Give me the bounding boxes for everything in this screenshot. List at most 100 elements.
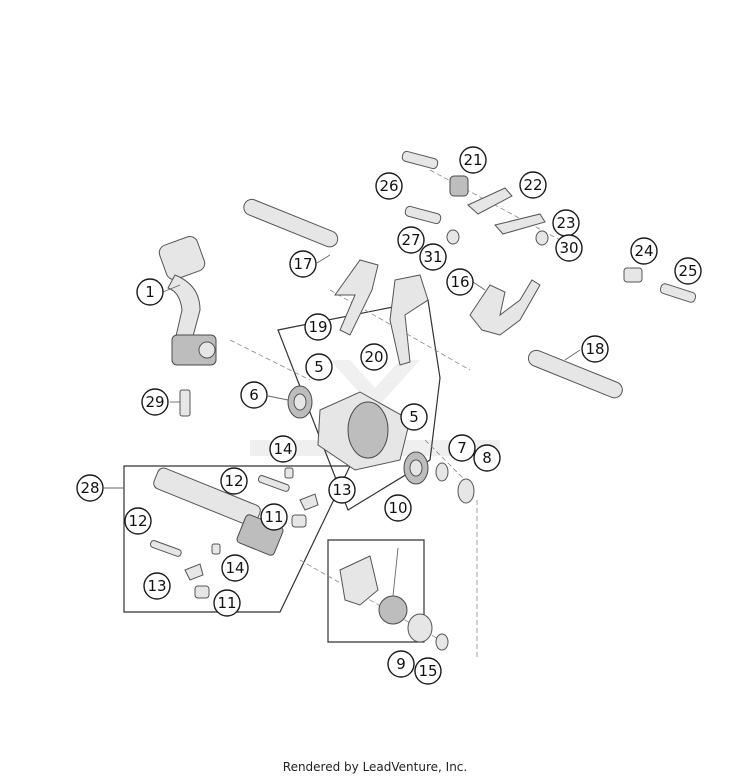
washer-30-part	[535, 230, 549, 246]
svg-text:9: 9	[396, 655, 406, 673]
return-spring-part	[339, 547, 408, 625]
callout-13: 13	[143, 572, 171, 600]
svg-text:18: 18	[585, 340, 604, 358]
svg-text:10: 10	[388, 499, 407, 517]
callout-20: 20	[360, 343, 388, 371]
washer-31-part	[446, 229, 460, 245]
callout-24: 24	[630, 237, 658, 265]
shift-lever-part	[158, 235, 217, 366]
spring-14-lower-part	[211, 543, 221, 555]
svg-text:16: 16	[450, 273, 469, 291]
leader-line	[472, 281, 486, 291]
alignment-line	[299, 559, 441, 641]
svg-text:13: 13	[147, 577, 166, 595]
shift-rod-18-part	[527, 349, 623, 399]
pawl-23-part	[494, 213, 546, 235]
shift-shaft-group-frame	[123, 465, 351, 613]
callout-28: 28	[76, 474, 104, 502]
svg-text:13: 13	[332, 481, 351, 499]
alignment-line	[229, 339, 311, 381]
svg-text:17: 17	[293, 255, 312, 273]
callout-1: 1	[136, 278, 164, 306]
clip-13-lower-part	[184, 563, 204, 581]
svg-text:1: 1	[145, 283, 155, 301]
callout-26: 26	[375, 172, 403, 200]
svg-text:6: 6	[249, 386, 259, 404]
svg-text:21: 21	[463, 151, 482, 169]
shift-fork-20-part	[389, 274, 429, 366]
pin-12-lower-part	[149, 540, 182, 557]
bolt-25-part	[659, 283, 697, 303]
pin-12-upper-part	[257, 475, 290, 492]
roller-11-lower-part	[194, 585, 210, 599]
svg-text:7: 7	[457, 439, 467, 457]
callout-9: 9	[387, 650, 415, 678]
leader-line	[162, 284, 181, 293]
callout-8: 8	[473, 444, 501, 472]
svg-text:14: 14	[273, 440, 292, 458]
callout-31: 31	[419, 243, 447, 271]
shift-fork-19-part	[334, 259, 379, 336]
callout-5: 5	[305, 353, 333, 381]
bolt-26-part	[401, 150, 439, 170]
spring-14-upper-part	[284, 467, 294, 479]
washer-7-part	[435, 462, 449, 482]
callout-25: 25	[674, 257, 702, 285]
callout-7: 7	[448, 434, 476, 462]
svg-text:15: 15	[418, 662, 437, 680]
bolt-29-part	[179, 389, 191, 417]
callout-15: 15	[414, 657, 442, 685]
leader-line	[564, 349, 581, 361]
callout-14: 14	[269, 435, 297, 463]
washer-9-part	[407, 613, 433, 643]
callout-5: 5	[400, 403, 428, 431]
spring-group-frame	[327, 539, 425, 643]
washer-8-part	[457, 478, 475, 504]
leader-line	[267, 395, 289, 401]
svg-text:31: 31	[423, 248, 442, 266]
callout-19: 19	[304, 313, 332, 341]
svg-text:12: 12	[224, 472, 243, 490]
clip-13-upper-part	[299, 493, 319, 511]
callout-17: 17	[289, 250, 317, 278]
shift-fork-16-part	[469, 279, 541, 336]
bolt-27-part	[404, 205, 442, 225]
shift-rod-17-part	[243, 198, 339, 248]
circlip-15-part	[435, 633, 449, 651]
svg-text:20: 20	[364, 348, 383, 366]
svg-text:28: 28	[80, 479, 99, 497]
svg-text:25: 25	[678, 262, 697, 280]
roller-11-upper-part	[291, 514, 307, 528]
svg-text:23: 23	[556, 214, 575, 232]
svg-text:24: 24	[634, 242, 653, 260]
shift-drum-part	[317, 391, 411, 471]
callout-6: 6	[240, 381, 268, 409]
svg-text:5: 5	[314, 358, 324, 376]
callout-13: 13	[328, 476, 356, 504]
svg-text:19: 19	[308, 318, 327, 336]
svg-text:11: 11	[264, 508, 283, 526]
callout-23: 23	[552, 209, 580, 237]
lever-22-part	[467, 187, 513, 215]
svg-text:27: 27	[401, 231, 420, 249]
svg-text:14: 14	[225, 559, 244, 577]
callout-10: 10	[384, 494, 412, 522]
svg-text:8: 8	[482, 449, 492, 467]
svg-text:11: 11	[217, 594, 236, 612]
callout-12: 12	[220, 467, 248, 495]
nut-24-part	[623, 267, 643, 283]
svg-text:29: 29	[145, 393, 164, 411]
svg-text:30: 30	[559, 239, 578, 257]
callout-22: 22	[519, 171, 547, 199]
svg-text:26: 26	[379, 177, 398, 195]
callout-29: 29	[141, 388, 169, 416]
svg-text:22: 22	[523, 176, 542, 194]
svg-text:5: 5	[409, 408, 419, 426]
callout-18: 18	[581, 335, 609, 363]
callout-12: 12	[124, 507, 152, 535]
leader-line	[316, 254, 331, 264]
callout-16: 16	[446, 268, 474, 296]
callout-21: 21	[459, 146, 487, 174]
callout-11: 11	[213, 589, 241, 617]
